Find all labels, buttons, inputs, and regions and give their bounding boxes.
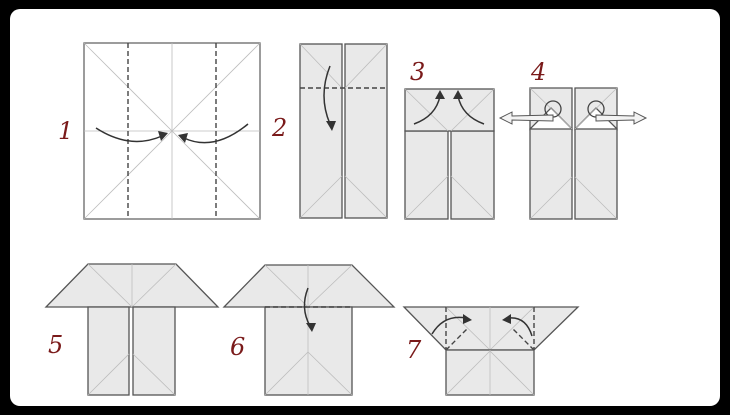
step-3-fold-arrow-left xyxy=(413,95,441,125)
crease xyxy=(574,176,618,220)
step-3-folded-top xyxy=(404,88,495,132)
step-7-fold-line xyxy=(511,327,535,351)
crease xyxy=(489,306,535,351)
crease xyxy=(344,43,388,89)
step-3: 3 xyxy=(404,58,495,220)
step-6-top-trapezoid xyxy=(222,264,396,308)
step-4-open-arrow-left xyxy=(498,111,554,125)
crease xyxy=(264,351,309,396)
step-number: 3 xyxy=(410,58,425,86)
step-4: 4 xyxy=(498,58,648,220)
folding-diagram: 1 2 3 xyxy=(44,42,648,396)
step-number: 1 xyxy=(58,117,73,145)
step-number: 5 xyxy=(48,331,63,359)
crease xyxy=(450,88,495,132)
crease xyxy=(404,175,449,220)
crease xyxy=(299,175,343,219)
step-1-arrowhead xyxy=(178,133,188,143)
step-1-fold-arrow-left xyxy=(95,127,163,143)
step-2-arrowhead xyxy=(326,121,336,131)
step-3-arrowhead xyxy=(453,90,463,99)
step-7: 7 xyxy=(402,306,580,396)
crease xyxy=(489,350,535,396)
step-3-left-panel xyxy=(404,130,449,220)
crease xyxy=(450,175,495,220)
crease xyxy=(131,263,177,308)
step-number: 6 xyxy=(230,333,245,361)
step-5-left-panel xyxy=(87,306,130,396)
crease xyxy=(87,353,130,396)
crease xyxy=(445,350,491,396)
step-6: 6 xyxy=(222,264,396,396)
crease xyxy=(529,87,573,130)
step-2: 2 xyxy=(271,43,388,219)
crease xyxy=(574,87,618,130)
step-7-arrowhead xyxy=(502,314,511,324)
crease xyxy=(307,351,353,396)
step-5-right-panel xyxy=(132,306,176,396)
step-2-fold-arrow xyxy=(323,65,331,125)
step-1-fold-arrow-right xyxy=(183,123,249,144)
step-3-right-panel xyxy=(450,130,495,220)
diagram-frame: 1 2 3 xyxy=(10,9,720,406)
crease xyxy=(404,88,449,132)
step-7-top-trapezoid xyxy=(402,306,580,351)
step-4-open-arrow-right xyxy=(595,111,648,125)
step-1: 1 xyxy=(58,42,261,220)
step-6-fold-arrow xyxy=(303,287,311,327)
crease xyxy=(299,43,343,89)
step-number: 4 xyxy=(530,58,546,86)
crease xyxy=(87,263,133,308)
crease xyxy=(445,306,491,351)
step-1-arrowhead xyxy=(158,131,168,141)
crease xyxy=(344,175,388,219)
step-6-arrowhead xyxy=(306,323,316,332)
step-7-fold-arrow-left xyxy=(431,316,467,335)
step-4-left-panel xyxy=(529,128,573,220)
step-4-right-panel xyxy=(574,128,618,220)
step-number: 2 xyxy=(271,114,287,142)
step-7-arrowhead xyxy=(463,314,472,324)
step-7-fold-line xyxy=(445,327,469,351)
step-3-fold-arrow-right xyxy=(457,95,485,125)
crease xyxy=(307,264,353,308)
step-3-arrowhead xyxy=(435,90,445,99)
step-2-left-panel xyxy=(299,43,343,219)
crease xyxy=(264,264,309,308)
crease xyxy=(529,176,573,220)
step-2-right-panel xyxy=(344,43,388,219)
step-5: 5 xyxy=(44,263,220,396)
crease xyxy=(132,353,176,396)
step-number: 7 xyxy=(406,336,422,364)
